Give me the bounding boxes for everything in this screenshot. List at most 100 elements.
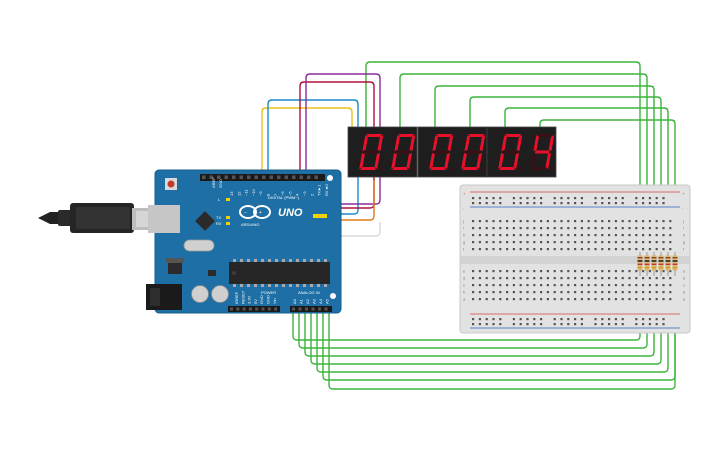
breadboard-hole <box>533 277 536 280</box>
display-dp <box>550 167 554 171</box>
power-header <box>228 306 280 312</box>
breadboard-hole <box>553 298 556 301</box>
breadboard-hole <box>574 318 577 321</box>
breadboard-hole <box>506 298 509 301</box>
breadboard-hole <box>608 291 611 294</box>
usb-cable[interactable] <box>38 203 158 233</box>
breadboard-hole <box>580 202 583 205</box>
display-segment <box>447 135 454 151</box>
svg-text:L: L <box>218 197 221 202</box>
breadboard-hole <box>662 227 665 230</box>
chip-pin <box>268 284 271 287</box>
breadboard-hole <box>594 291 597 294</box>
breadboard-hole <box>662 248 665 251</box>
breadboard-hole <box>655 298 658 301</box>
breadboard-hole <box>594 220 597 223</box>
led-rx <box>226 222 230 225</box>
breadboard-hole <box>553 234 556 237</box>
chip-pin <box>303 284 306 287</box>
breadboard-hole <box>512 234 515 237</box>
digital-pin-label: 12 <box>236 191 241 196</box>
breadboard-hole <box>669 220 672 223</box>
resistors[interactable] <box>637 252 678 276</box>
resistor-band <box>637 263 643 265</box>
header-pin <box>267 307 271 311</box>
green-wire-bottom <box>292 272 641 341</box>
chip-pin <box>261 284 264 287</box>
power-pin-label: GND <box>259 295 264 304</box>
breadboard-hole <box>574 270 577 273</box>
display-segment <box>499 167 515 170</box>
green-wire-bottom <box>328 272 676 390</box>
usb-b-socket <box>148 205 180 233</box>
breadboard-hole <box>478 202 481 205</box>
breadboard-hole <box>648 241 651 244</box>
breadboard-hole <box>546 220 549 223</box>
header-pin <box>284 175 288 179</box>
digital-pin-label: ~11 <box>244 189 249 196</box>
breadboard-hole <box>472 197 475 200</box>
breadboard-hole <box>648 318 651 321</box>
header-pin <box>217 175 221 179</box>
breadboard-hole <box>478 220 481 223</box>
breadboard-hole <box>540 248 543 251</box>
breadboard-hole <box>580 318 583 321</box>
svg-text:-: - <box>463 205 465 210</box>
reset-button-cap[interactable] <box>167 180 175 188</box>
breadboard-hole <box>560 234 563 237</box>
breadboard-hole <box>492 220 495 223</box>
breadboard-hole <box>608 227 611 230</box>
row-letter: e <box>463 269 466 274</box>
led-tx <box>226 216 230 219</box>
breadboard-hole <box>594 298 597 301</box>
breadboard-hole <box>533 270 536 273</box>
row-letter: a <box>463 297 466 302</box>
breadboard-hole <box>635 291 638 294</box>
breadboard-hole <box>669 291 672 294</box>
breadboard-hole <box>621 318 624 321</box>
breadboard-hole <box>574 202 577 205</box>
breadboard-hole <box>553 220 556 223</box>
seven-segment-display[interactable] <box>347 126 557 178</box>
breadboard-hole <box>614 298 617 301</box>
digital-pin-label: 13 <box>229 191 234 196</box>
digital-wire <box>305 73 381 205</box>
breadboard-hole <box>567 318 570 321</box>
header-pin <box>269 175 273 179</box>
breadboard-hole <box>594 318 597 321</box>
breadboard-hole <box>519 318 522 321</box>
breadboard-hole <box>560 220 563 223</box>
breadboard-hole <box>580 248 583 251</box>
breadboard-hole <box>560 202 563 205</box>
breadboard-hole <box>614 323 617 326</box>
chip-pin <box>303 259 306 262</box>
chip-pin <box>254 259 257 262</box>
power-pin-label: IOREF <box>234 291 239 304</box>
green-wire-top <box>399 73 648 262</box>
breadboard-hole <box>601 270 604 273</box>
header-pin <box>202 175 206 179</box>
breadboard-hole <box>628 234 631 237</box>
breadboard-hole <box>574 197 577 200</box>
analog-pin-label: A5 <box>325 298 330 304</box>
breadboard-hole <box>614 220 617 223</box>
breadboard-hole <box>519 202 522 205</box>
display-segment <box>516 135 523 151</box>
svg-text:-: - <box>682 205 684 210</box>
analog-pin-label: A4 <box>318 298 323 304</box>
breadboard-hole <box>628 227 631 230</box>
breadboard-hole <box>485 227 488 230</box>
breadboard-hole <box>546 241 549 244</box>
row-letter: h <box>463 233 465 238</box>
breadboard-hole <box>580 323 583 326</box>
resistor-band <box>651 257 657 259</box>
breadboard-hole <box>540 202 543 205</box>
breadboard-hole <box>587 234 590 237</box>
row-letter: h <box>683 233 685 238</box>
display-segment <box>464 135 470 151</box>
green-top-wires <box>365 61 676 262</box>
breadboard-hole <box>601 277 604 280</box>
row-letter: f <box>683 247 685 252</box>
